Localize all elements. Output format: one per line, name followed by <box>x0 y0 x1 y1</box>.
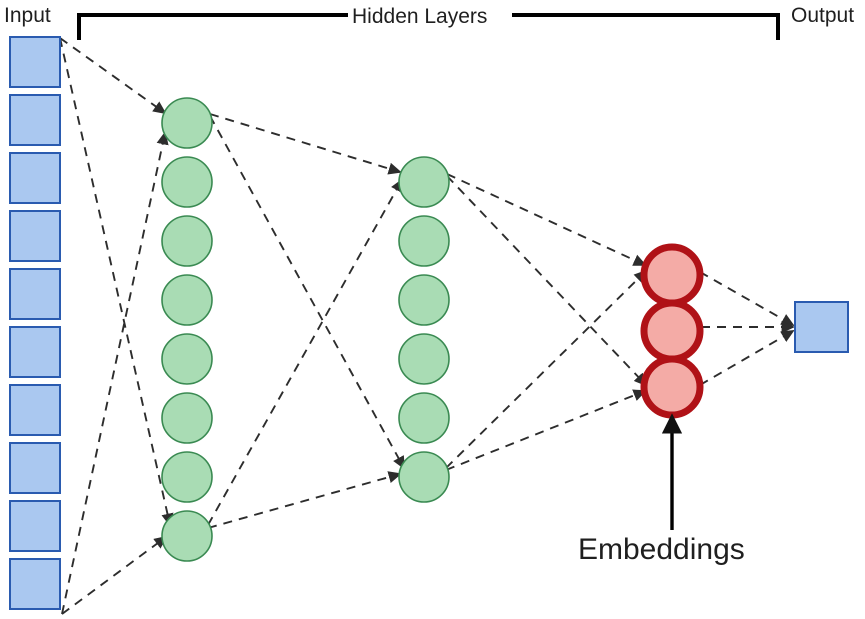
edge-embeddings-to-output <box>699 271 795 326</box>
node-hidden-1-1 <box>161 97 213 149</box>
edge-input-to-hidden-1 <box>59 37 174 527</box>
node-hidden-1-7 <box>161 451 213 503</box>
hidden-layers-label: Hidden Layers <box>352 5 487 28</box>
node-input-10 <box>9 558 61 610</box>
node-input-7 <box>9 384 61 436</box>
edge-hidden-1-to-hidden-2 <box>207 178 403 526</box>
input-label: Input <box>4 4 51 27</box>
edge-embeddings-to-output <box>699 330 795 386</box>
node-embeddings-1 <box>640 243 704 307</box>
node-input-8 <box>9 442 61 494</box>
edge-hidden-1-to-hidden-2 <box>207 471 402 529</box>
layer-nodes <box>9 36 849 610</box>
node-hidden-1-5 <box>161 333 213 385</box>
node-input-3 <box>9 152 61 204</box>
node-input-9 <box>9 500 61 552</box>
edge-hidden-2-to-embeddings <box>446 175 648 387</box>
node-hidden-1-2 <box>161 156 213 208</box>
bracket-left-vertical <box>77 13 348 40</box>
node-input-6 <box>9 326 61 378</box>
node-hidden-2-3 <box>398 274 450 326</box>
node-input-4 <box>9 210 61 262</box>
embeddings-label: Embeddings <box>578 533 745 566</box>
node-input-2 <box>9 94 61 146</box>
connection-edges <box>59 37 795 615</box>
node-output-1 <box>794 301 849 353</box>
edge-input-to-hidden-1 <box>59 37 167 115</box>
edge-input-to-hidden-1 <box>61 535 168 615</box>
node-embeddings-3 <box>640 355 704 419</box>
hidden-layers-bracket <box>77 13 780 40</box>
edge-hidden-2-to-embeddings <box>445 389 647 471</box>
output-label: Output <box>791 4 854 27</box>
node-embeddings-2 <box>640 299 704 363</box>
bracket-right-vertical <box>512 13 780 40</box>
edge-hidden-2-to-embeddings <box>445 269 648 469</box>
node-hidden-2-1 <box>398 156 450 208</box>
node-hidden-2-5 <box>398 392 450 444</box>
node-hidden-1-6 <box>161 392 213 444</box>
node-hidden-1-4 <box>161 274 213 326</box>
node-hidden-2-6 <box>398 451 450 503</box>
node-hidden-2-4 <box>398 333 450 385</box>
edge-hidden-1-to-hidden-2 <box>209 115 405 470</box>
node-input-5 <box>9 268 61 320</box>
edge-hidden-1-to-hidden-2 <box>209 113 402 175</box>
node-input-1 <box>9 36 61 88</box>
node-hidden-1-3 <box>161 215 213 267</box>
node-hidden-1-8 <box>161 510 213 562</box>
edge-hidden-2-to-embeddings <box>446 173 647 266</box>
node-hidden-2-2 <box>398 215 450 267</box>
edge-input-to-hidden-1 <box>61 131 169 615</box>
